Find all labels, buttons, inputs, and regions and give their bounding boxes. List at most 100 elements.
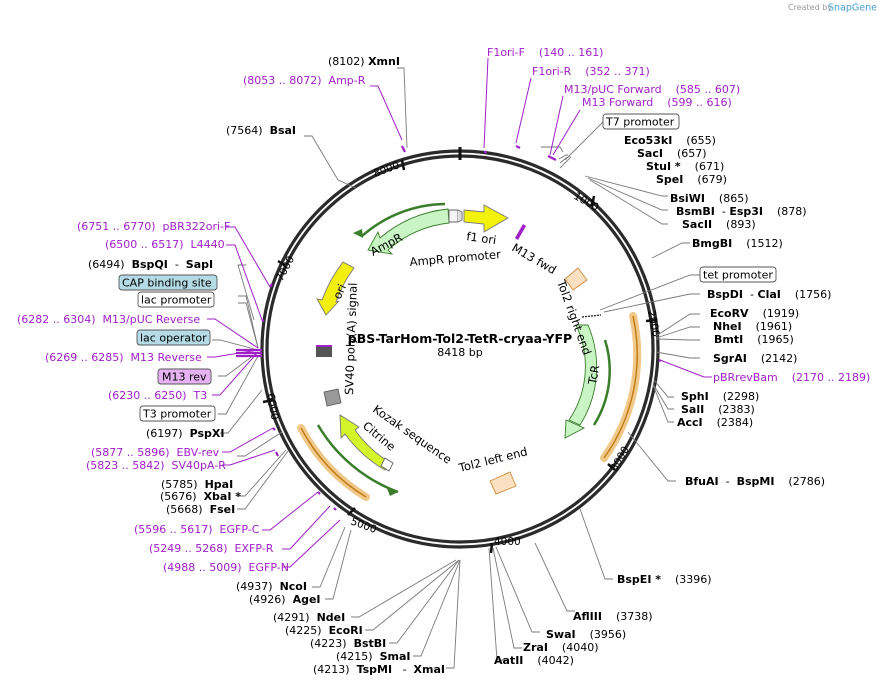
site-label-part: (5877 .. 5896) EBV-rev [91,446,220,459]
site-label-part: BmgBI [692,237,732,250]
site-label-part: (5785) [161,478,205,491]
site-label-part: (6751 .. 6770) pBR322ori-F [77,220,230,233]
primer-t3: (6230 .. 6250) T3 [108,389,207,402]
boxed-labels: T7 promoter tet promoter CAP binding sit… [118,113,777,422]
site-label-part: SpeI [656,173,683,186]
site-label-part: HpaI [205,478,234,491]
site-label-part: FseI [210,503,236,516]
orange-line-left [300,427,367,498]
primer-l4440: (6500 .. 6517) L4440 [105,238,225,251]
tick-8000: 8000 [372,159,401,179]
site-label-part: BstBI [354,637,387,650]
site-label-part: (4926) [249,593,293,606]
plasmid-name: pBS-TarHom-Tol2-TetR-cryaa-YFP [348,331,572,346]
cap-binding-site-label: CAP binding site [122,277,212,290]
site-smai: (4215) SmaI [336,650,410,663]
site-label-part: (5823 .. 5842) SV40pA-R [86,459,226,472]
site-label-part: (5668) [166,503,210,516]
site-leader-lines [212,67,700,669]
site-label-part: EcoRI [329,624,363,637]
ampr-promoter-tip [457,209,463,223]
tol2-left-end-box [489,471,517,495]
tet-promoter-box [699,266,777,283]
site-label-part: BsaI [270,124,296,137]
site-label-part: BfuAI [685,475,719,488]
t7-promoter-box [602,113,680,130]
tick-8000-mark [400,159,406,171]
site-label-part: (4040) [548,641,599,654]
primer-pbrrevbam: pBRrevBam (2170 .. 2189) [713,371,870,384]
ori-arrow [316,261,355,316]
site-hpai: (5785) HpaI [161,478,233,491]
primer-m13-reverse: (6269 .. 6285) M13 Reverse [45,351,202,364]
tet-promoter-label: tet promoter [703,269,773,282]
site-label-part: NdeI [317,611,346,624]
site-bspdi-clai: BspDI - ClaI (1756) [707,288,831,301]
site-label-part: (679) [683,173,727,186]
site-bspei: BspEI * (3396) [617,573,712,586]
site-label-part: XmnI [368,55,400,68]
site-label-part: BsmBI [676,205,715,218]
t3-promoter-label: T3 promoter [142,408,212,421]
tick-2000: 2000 [645,309,661,337]
label-tcr: TcR [585,364,602,387]
site-afliii: AflIII (3738) [573,610,653,623]
site-label-part: SapI [186,258,213,271]
site-label-part: (2298) [709,390,760,403]
site-label-part: pBRrevBam (2170 .. 2189) [713,371,870,384]
site-label-part: (4225) [285,624,329,637]
credit: Created by SnapGene [788,3,877,14]
site-label-part: PspXI [190,427,225,440]
site-label-part: - [743,288,757,301]
site-label-part: (1756) [781,288,832,301]
tcr-line [592,339,611,426]
site-bsiwi: BsiWI (865) [670,192,749,205]
site-label-part: (2384) [703,416,754,429]
orange-line-right [603,315,638,459]
site-label-part: (6500 .. 6517) L4440 [105,238,225,251]
tick-7000-mark [277,259,287,268]
site-label-part: BspDI [707,288,743,301]
primer-ebv-rev: (5877 .. 5896) EBV-rev [91,446,220,459]
site-label-part: (878) [763,205,807,218]
gray-box [323,388,342,407]
site-label-part: (865) [705,192,749,205]
site-label-part: (7564) [226,124,270,137]
site-label-part: (893) [712,218,756,231]
plasmid-size: 8418 bp [437,346,482,359]
site-xmni: (8102) XmnI [328,55,400,68]
primer-egfp-n: (4988 .. 5009) EGFP-N [163,561,289,574]
site-label-part: (4215) [336,650,380,663]
site-label-part: (6282 .. 6304) M13/pUC Reverse [17,313,200,326]
site-label-part: BspQI [132,258,168,271]
site-label-part: SwaI [546,628,576,641]
lac-operator-label: lac operator [140,332,207,345]
m13-rev-box [157,368,212,385]
site-label-part: (6230 .. 6250) T3 [108,389,207,402]
site-label-part: (1512) [732,237,783,250]
site-aatii: AatII (4042) [494,654,574,667]
site-label-part: BspEI * [617,573,661,586]
site-label-part: XbaI * [204,490,242,503]
site-label-part: (6494) [88,258,132,271]
site-label-part: (2786) [774,475,825,488]
site-ecori: (4225) EcoRI [285,624,363,637]
m13-rev-label: M13 rev [162,371,207,384]
primer-f1ori-r: F1ori-R (352 .. 371) [532,65,650,78]
site-label-part: BmtI [714,333,743,346]
f1-ori-arrow [463,204,509,233]
features [297,202,642,501]
site-label-part: (3396) [661,573,712,586]
site-label-part: TspMI [357,663,393,676]
tick-2000-mark [645,318,657,323]
site-label-part: SgrAI [713,352,747,365]
primer-f1ori-f: F1ori-F (140 .. 161) [487,46,603,59]
site-eco53ki: Eco53kI (655) [624,134,716,147]
tick-6000: 6000 [264,392,280,420]
site-bfuai-bspmi: BfuAI - BspMI (2786) [685,475,825,488]
site-label-part: (4937) [236,580,280,593]
site-label-part: (3956) [576,628,627,641]
site-label-part: SacII [682,218,712,231]
tick-1000: 1000 [572,190,601,214]
primer-m13-forward: M13 Forward (599 .. 616) [582,96,732,109]
